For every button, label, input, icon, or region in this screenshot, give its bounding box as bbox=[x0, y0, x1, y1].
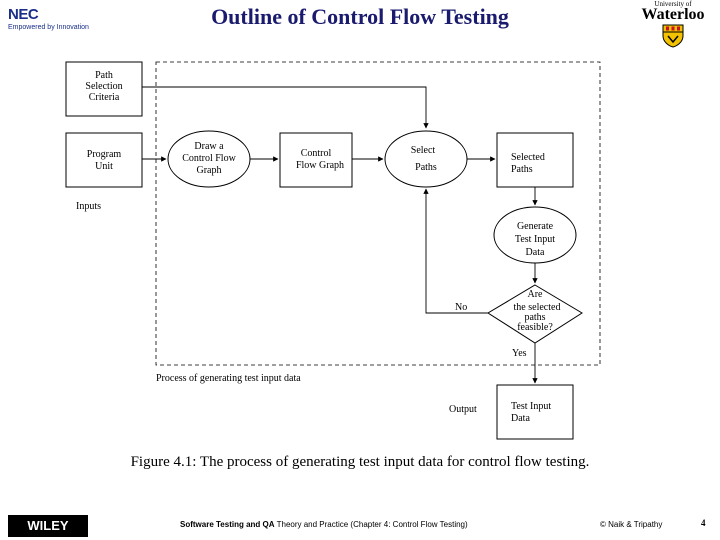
select-paths-label-1: Select bbox=[411, 145, 436, 156]
select-paths-node bbox=[384, 130, 468, 188]
draw-cfg-label-1: Draw a bbox=[194, 141, 224, 152]
inputs-label: Inputs bbox=[76, 201, 101, 212]
footer-book-title: Software Testing and QA Theory and Pract… bbox=[180, 520, 468, 529]
program-unit-box bbox=[65, 132, 143, 188]
nec-tagline: Empowered by Innovation bbox=[8, 24, 89, 31]
selected-paths-label-2: Paths bbox=[511, 164, 533, 175]
select-paths-label-2: Paths bbox=[415, 162, 437, 173]
decision-label-1: Are bbox=[528, 289, 544, 300]
footer-book-bold: Software Testing and QA bbox=[180, 520, 275, 529]
control-flow-graph-label-2: Flow Graph bbox=[296, 160, 344, 171]
decision-label-4: feasible? bbox=[517, 322, 553, 333]
path-selection-criteria-box bbox=[65, 61, 143, 117]
decision-label-2: the selected bbox=[514, 302, 561, 313]
footer-copyright: © Naik & Tripathy bbox=[600, 520, 663, 529]
path-selection-label-2: Selection bbox=[85, 81, 122, 92]
page-number: 4 bbox=[701, 518, 706, 528]
control-flow-graph-label-1: Control bbox=[301, 148, 332, 159]
waterloo-shield-icon bbox=[662, 24, 684, 48]
process-label: Process of generating test input data bbox=[156, 373, 301, 384]
test-input-data-box bbox=[496, 384, 574, 440]
generate-test-input-label-3: Data bbox=[526, 247, 545, 258]
wiley-logo: WILEY bbox=[8, 515, 88, 537]
waterloo-small-text: University of bbox=[654, 0, 692, 8]
process-boundary bbox=[155, 61, 601, 366]
control-flow-graph-box bbox=[279, 132, 353, 188]
path-selection-label-3: Criteria bbox=[89, 92, 120, 103]
test-input-data-label-1: Test Input bbox=[511, 401, 551, 412]
test-input-data-label-2: Data bbox=[511, 413, 530, 424]
edge-criteria-to-select bbox=[142, 86, 429, 129]
selected-paths-label-1: Selected bbox=[511, 152, 545, 163]
output-label: Output bbox=[449, 404, 477, 415]
generate-test-input-label-2: Test Input bbox=[515, 234, 555, 245]
decision-label-3: paths bbox=[524, 312, 545, 323]
nec-logo: NEC Empowered by Innovation bbox=[8, 6, 89, 31]
nec-logo-text: NEC bbox=[8, 6, 39, 23]
edge-decision-no-to-select bbox=[423, 188, 488, 314]
page-title: Outline of Control Flow Testing bbox=[211, 4, 509, 29]
waterloo-logo: University of Waterloo bbox=[632, 0, 714, 48]
waterloo-big-text: Waterloo bbox=[641, 6, 705, 23]
path-selection-label-1: Path bbox=[95, 70, 113, 81]
draw-cfg-label-2: Control Flow bbox=[182, 153, 236, 164]
wiley-logo-text: WILEY bbox=[27, 518, 69, 533]
figure-caption: Figure 4.1: The process of generating te… bbox=[130, 454, 590, 470]
program-unit-label-2: Unit bbox=[95, 161, 113, 172]
generate-test-input-label-1: Generate bbox=[517, 221, 554, 232]
program-unit-label-1: Program bbox=[87, 149, 122, 160]
footer-book-rest: Theory and Practice (Chapter 4: Control … bbox=[274, 520, 468, 529]
draw-cfg-label-3: Graph bbox=[197, 165, 222, 176]
no-label: No bbox=[455, 302, 467, 313]
yes-label: Yes bbox=[512, 348, 527, 359]
